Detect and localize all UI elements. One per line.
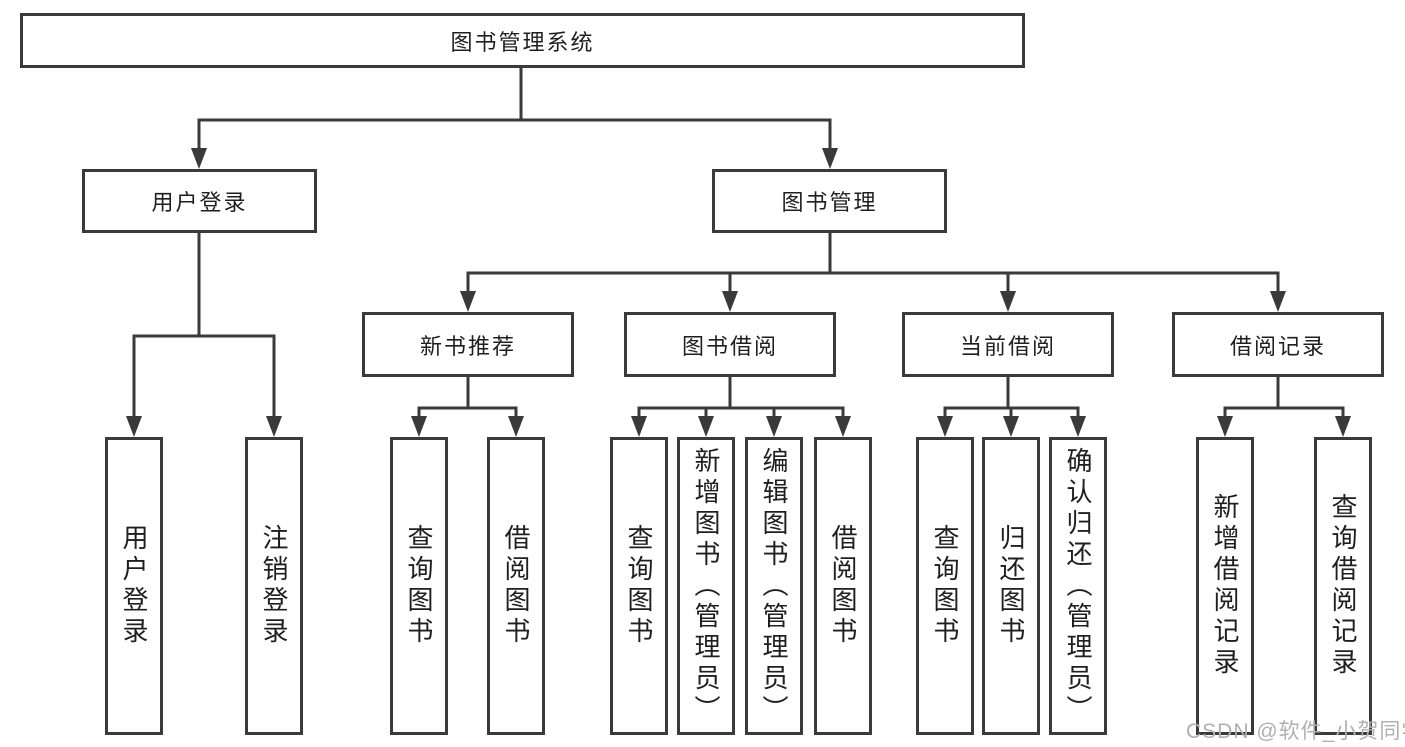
- leaf-current-return-books-label: 归还图书: [996, 524, 1026, 648]
- leaf-user-login-label: 用户登录: [119, 524, 149, 648]
- leaf-records-add-record: 新增借阅记录: [1196, 437, 1254, 735]
- node-user-login: 用户登录: [82, 169, 317, 233]
- leaf-borrow-query-books: 查询图书: [610, 437, 668, 735]
- leaf-records-add-record-label: 新增借阅记录: [1210, 493, 1240, 679]
- leaf-recommend-borrow-books-label: 借阅图书: [501, 524, 531, 648]
- node-current-borrow: 当前借阅: [902, 312, 1114, 377]
- watermark: CSDN @软件_小贺同学: [1186, 720, 1405, 743]
- node-borrow-records: 借阅记录: [1172, 312, 1384, 377]
- leaf-current-confirm-return-admin: 确认归还（管理员）: [1049, 437, 1107, 735]
- leaf-logout-label: 注销登录: [259, 524, 289, 648]
- leaf-current-query-books: 查询图书: [916, 437, 974, 735]
- leaf-current-confirm-return-admin-label: 确认归还（管理员）: [1063, 446, 1093, 726]
- leaf-borrow-add-books-admin: 新增图书（管理员）: [677, 437, 735, 735]
- leaf-current-query-books-label: 查询图书: [930, 524, 960, 648]
- node-current-borrow-label: 当前借阅: [959, 333, 1056, 359]
- node-book-management-label: 图书管理: [781, 190, 878, 215]
- node-book-borrow-label: 图书借阅: [681, 333, 778, 359]
- leaf-recommend-query-books: 查询图书: [390, 437, 448, 735]
- leaf-borrow-borrow-books: 借阅图书: [814, 437, 872, 735]
- leaf-borrow-borrow-books-label: 借阅图书: [828, 524, 858, 648]
- leaf-recommend-query-books-label: 查询图书: [404, 524, 434, 648]
- node-user-login-label: 用户登录: [151, 190, 248, 215]
- leaf-borrow-query-books-label: 查询图书: [624, 524, 654, 648]
- leaf-records-query-record: 查询借阅记录: [1314, 437, 1372, 735]
- node-new-book-recommend-label: 新书推荐: [419, 333, 516, 359]
- leaf-borrow-edit-books-admin: 编辑图书（管理员）: [745, 437, 803, 735]
- leaf-current-return-books: 归还图书: [982, 437, 1040, 735]
- node-borrow-records-label: 借阅记录: [1229, 333, 1326, 359]
- leaf-recommend-borrow-books: 借阅图书: [487, 437, 545, 735]
- arrowheads: [126, 148, 1351, 437]
- leaf-records-query-record-label: 查询借阅记录: [1328, 493, 1358, 679]
- leaf-borrow-edit-books-admin-label: 编辑图书（管理员）: [759, 446, 789, 726]
- node-book-borrow: 图书借阅: [624, 312, 836, 377]
- node-new-book-recommend: 新书推荐: [362, 312, 574, 377]
- leaf-user-login: 用户登录: [105, 437, 163, 735]
- node-root-label: 图书管理系统: [450, 29, 595, 55]
- node-book-management: 图书管理: [712, 169, 947, 233]
- node-root: 图书管理系统: [20, 13, 1025, 68]
- leaf-logout: 注销登录: [245, 437, 303, 735]
- leaf-borrow-add-books-admin-label: 新增图书（管理员）: [691, 446, 721, 726]
